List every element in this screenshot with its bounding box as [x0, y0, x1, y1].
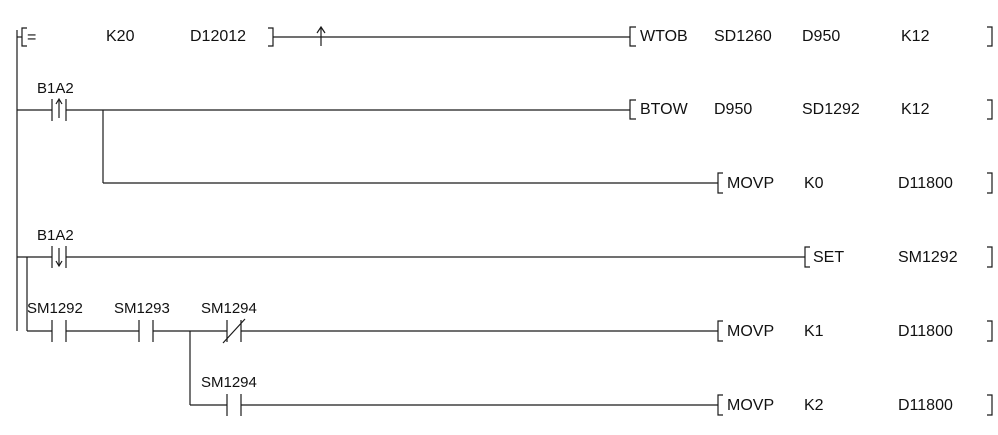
rung3-set-bracket — [804, 246, 993, 268]
movp1-instruction: MOVP — [727, 323, 775, 340]
movp-instruction: MOVP — [727, 175, 775, 192]
rung3-falling-contact-symbol — [51, 246, 67, 268]
btow-source: D950 — [714, 101, 753, 118]
movp1-destination: D11800 — [898, 323, 953, 340]
rung3-contact-label: B1A2 — [37, 227, 74, 244]
btow-destination: SD1292 — [802, 101, 860, 118]
rung2-contact-label: B1A2 — [37, 80, 74, 97]
rung4-contact-2-label: SM1293 — [114, 300, 170, 317]
compare-operand-2: D12012 — [190, 28, 247, 45]
movp2-instruction: MOVP — [727, 397, 775, 414]
rung4-branch-contact-symbol — [226, 394, 242, 416]
rung1-wtob-bracket — [629, 26, 993, 47]
rung4-branch-contact-label: SM1294 — [201, 374, 257, 391]
btow-instruction: BTOW — [640, 101, 688, 118]
rung4-contact-1-symbol — [51, 320, 67, 342]
wtob-instruction: WTOB — [640, 28, 688, 45]
rung4-contact-2-symbol — [138, 320, 154, 342]
rung2-btow-bracket — [629, 99, 993, 120]
movp-source: K0 — [804, 175, 824, 192]
rung2-movp-bracket — [717, 172, 993, 194]
rung4-movp1-bracket — [717, 320, 993, 342]
rung2-rising-contact-symbol — [51, 97, 67, 121]
movp2-source: K2 — [804, 397, 824, 414]
movp-destination: D11800 — [898, 175, 953, 192]
wtob-source: SD1260 — [714, 28, 772, 45]
set-instruction: SET — [813, 249, 845, 266]
wtob-count: K12 — [901, 28, 930, 45]
set-destination: SM1292 — [898, 249, 958, 266]
btow-count: K12 — [901, 101, 930, 118]
compare-operand-1: K20 — [106, 28, 135, 45]
rising-edge-arrow — [316, 25, 326, 46]
rung4-nc-contact-label: SM1294 — [201, 300, 257, 317]
movp1-source: K1 — [804, 323, 824, 340]
rung4-contact-1-label: SM1292 — [27, 300, 83, 317]
wtob-destination: D950 — [802, 28, 841, 45]
compare-operator: = — [27, 29, 37, 46]
rung4-movp2-bracket — [717, 394, 993, 416]
movp2-destination: D11800 — [898, 397, 953, 414]
